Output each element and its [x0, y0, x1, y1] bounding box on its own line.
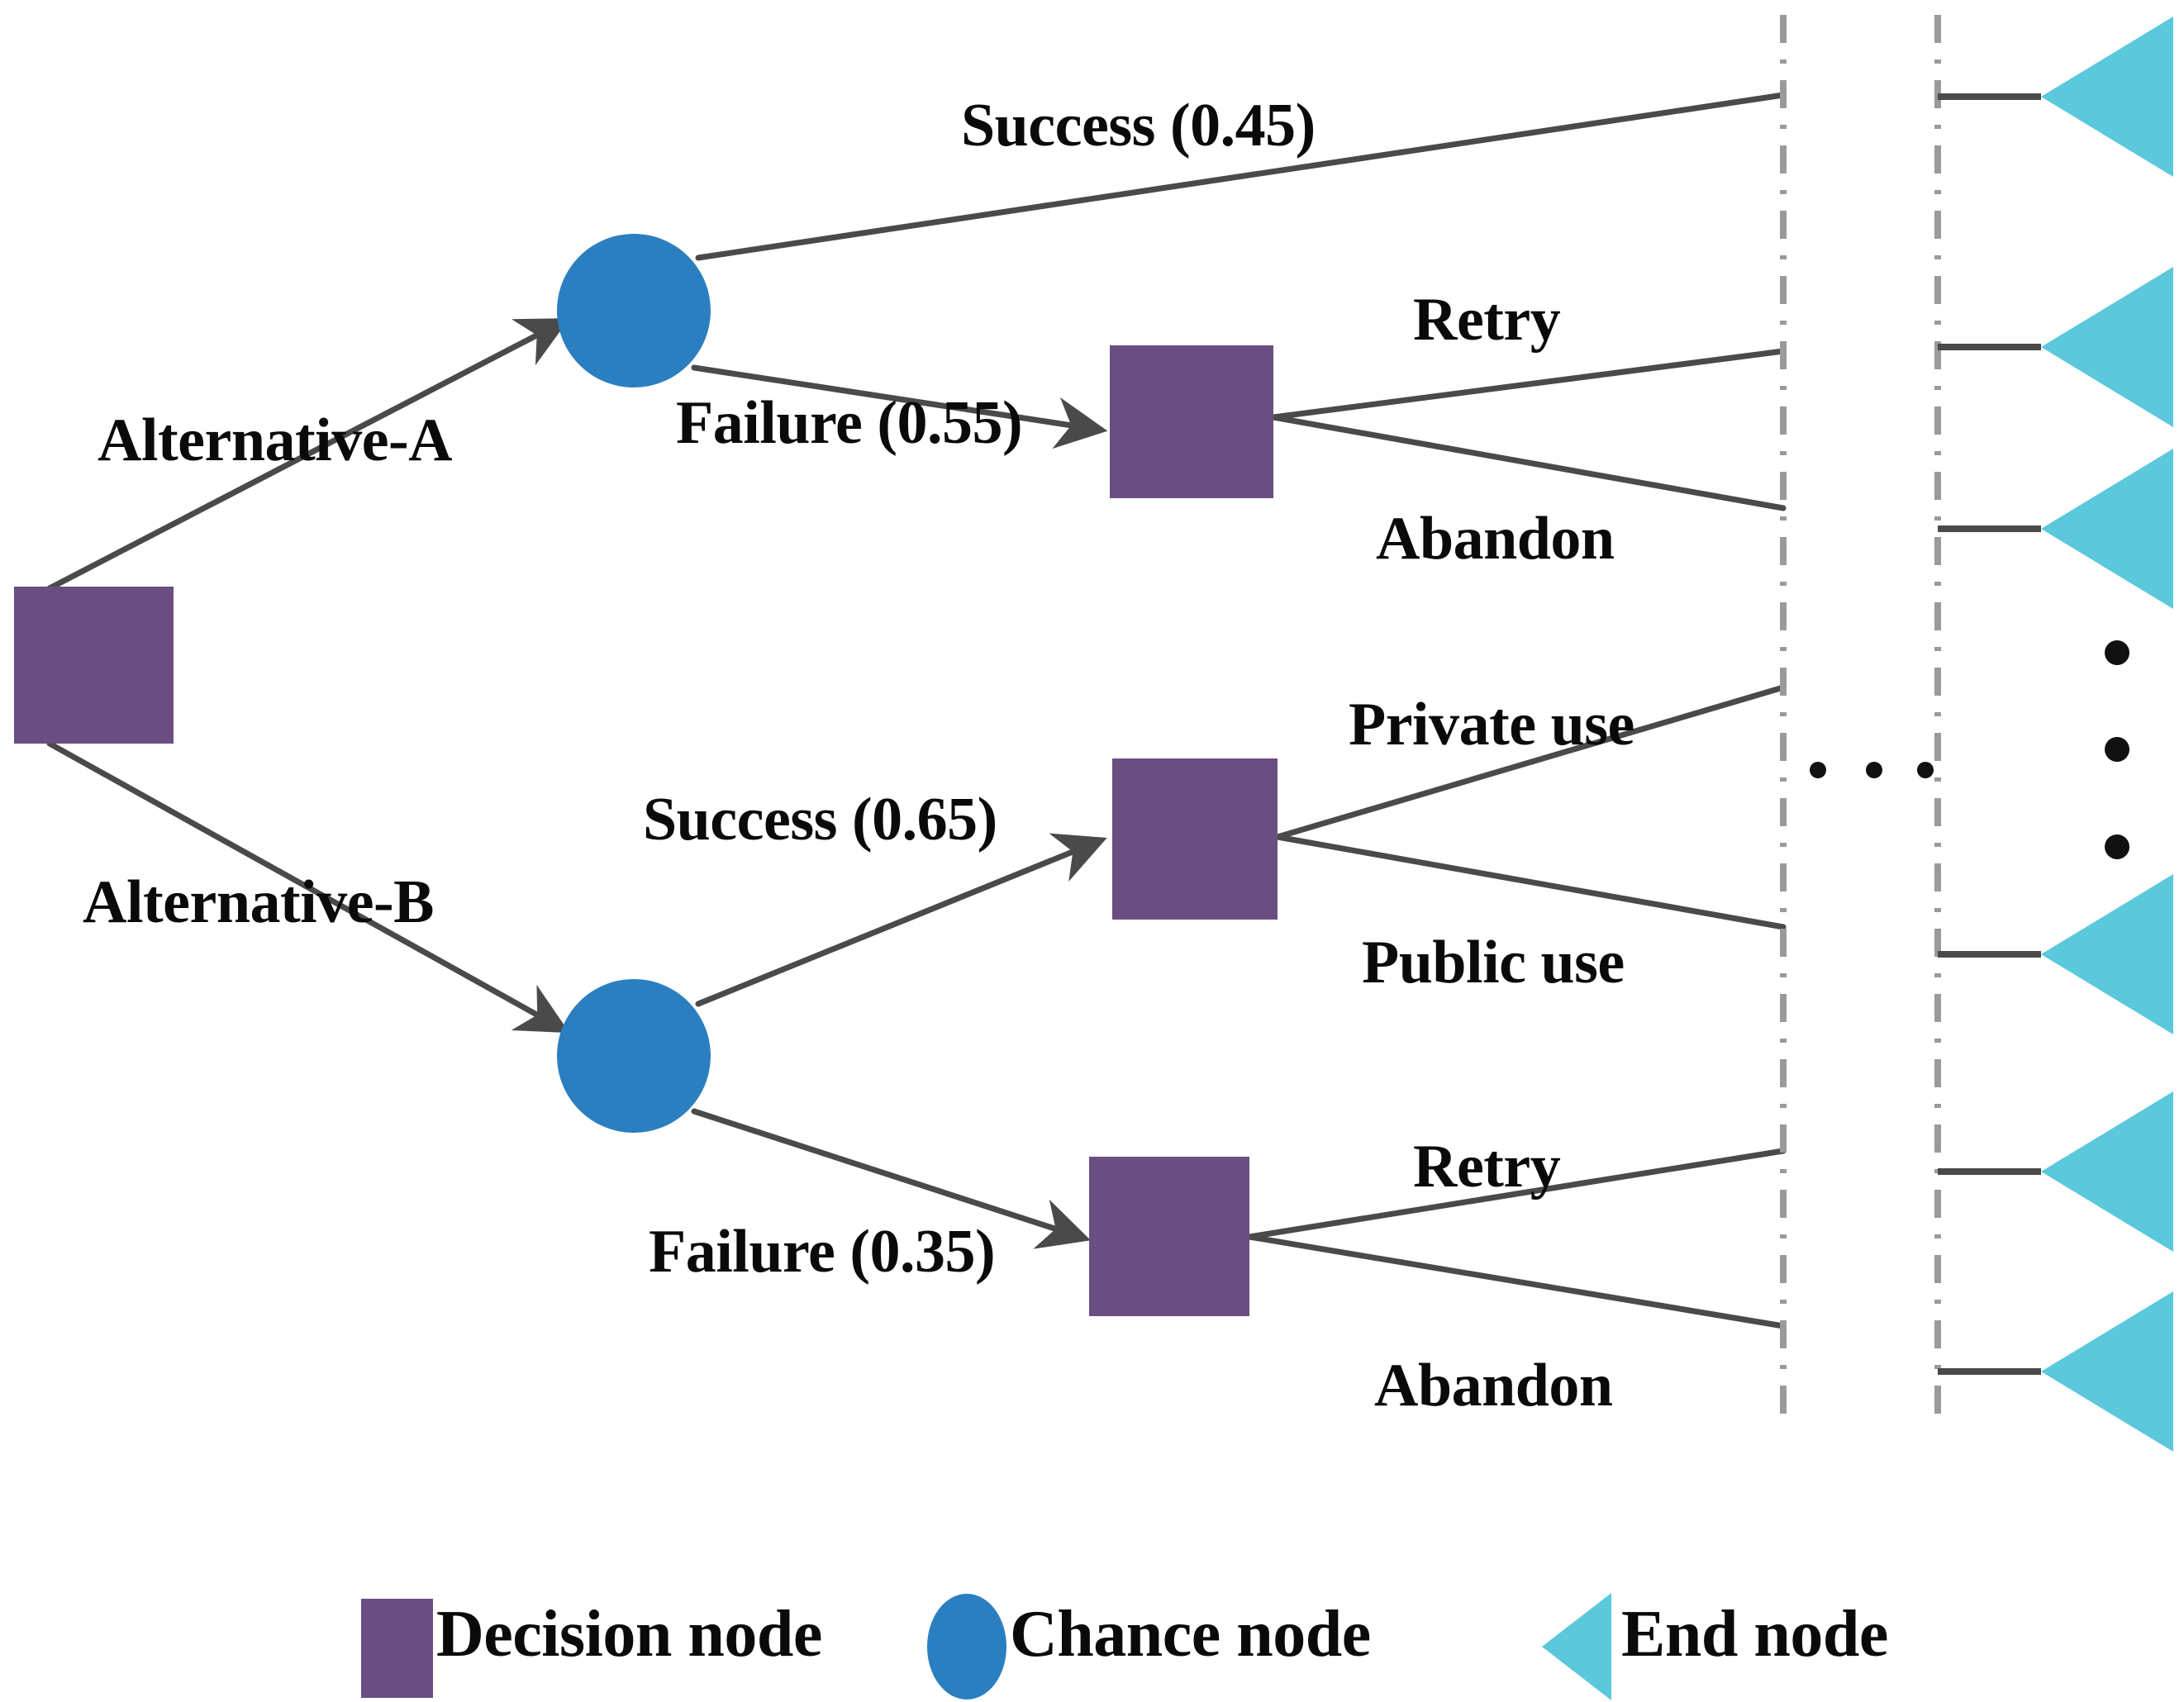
- edge-b-abandon: [1246, 1234, 1787, 1329]
- legend-end-icon: [1542, 1593, 1611, 1700]
- edge-label-b-retry: Retry: [1413, 1133, 1561, 1200]
- end-node-icon: [2041, 874, 2173, 1034]
- edge-alternative-a: [46, 318, 570, 592]
- edge-a-success: [695, 92, 1787, 261]
- legend-label-chance: Chance node: [1010, 1598, 1371, 1671]
- edge-b-success: [695, 833, 1107, 1007]
- edge-a-retry: [1270, 348, 1787, 421]
- edge-b-public: [1274, 834, 1787, 930]
- edge-b-private: [1274, 684, 1787, 840]
- edge-label-b-private: Private use: [1349, 691, 1634, 758]
- chance-node-a[interactable]: [557, 234, 711, 387]
- edge-label-a-success: Success (0.45): [961, 92, 1316, 159]
- edge-label-b-abandon: Abandon: [1374, 1352, 1613, 1419]
- edge-label-alternative-a: Alternative-A: [98, 406, 453, 474]
- edge-a-abandon: [1270, 414, 1787, 511]
- edge-label-b-public: Public use: [1362, 929, 1625, 996]
- legend-chance-icon: [927, 1594, 1006, 1700]
- edge-label-alternative-b: Alternative-B: [83, 868, 435, 936]
- legend-decision-icon: [361, 1599, 433, 1698]
- vertical-ellipsis: [2105, 640, 2129, 859]
- edge-label-a-failure: Failure (0.55): [676, 389, 1023, 457]
- edge-label-b-failure: Failure (0.35): [649, 1218, 996, 1286]
- horizontal-ellipsis: [1810, 762, 1934, 778]
- end-node-icon: [2041, 449, 2173, 609]
- legend-label-end: End node: [1621, 1598, 1888, 1671]
- end-node-icon: [2041, 1291, 2173, 1452]
- decision-node-root[interactable]: [14, 587, 174, 744]
- decision-node-b-success[interactable]: [1112, 758, 1278, 920]
- chance-node-b[interactable]: [557, 979, 711, 1133]
- decision-node-b-failure[interactable]: [1089, 1157, 1249, 1316]
- end-node-group: [2041, 17, 2173, 1452]
- edge-label-b-success: Success (0.65): [643, 786, 997, 853]
- edge-alternative-b: [46, 740, 570, 1034]
- decision-node-a-failure[interactable]: [1110, 345, 1273, 498]
- edge-label-a-abandon: Abandon: [1376, 505, 1615, 573]
- end-node-icon: [2041, 267, 2173, 427]
- edge-a-failure: [691, 364, 1108, 449]
- legend-label-decision: Decision node: [436, 1598, 822, 1671]
- edge-label-a-retry: Retry: [1413, 286, 1561, 354]
- edge-b-failure: [691, 1108, 1091, 1249]
- end-node-icon: [2041, 1091, 2173, 1252]
- end-node-icon: [2041, 17, 2173, 177]
- edge-b-retry: [1246, 1148, 1787, 1240]
